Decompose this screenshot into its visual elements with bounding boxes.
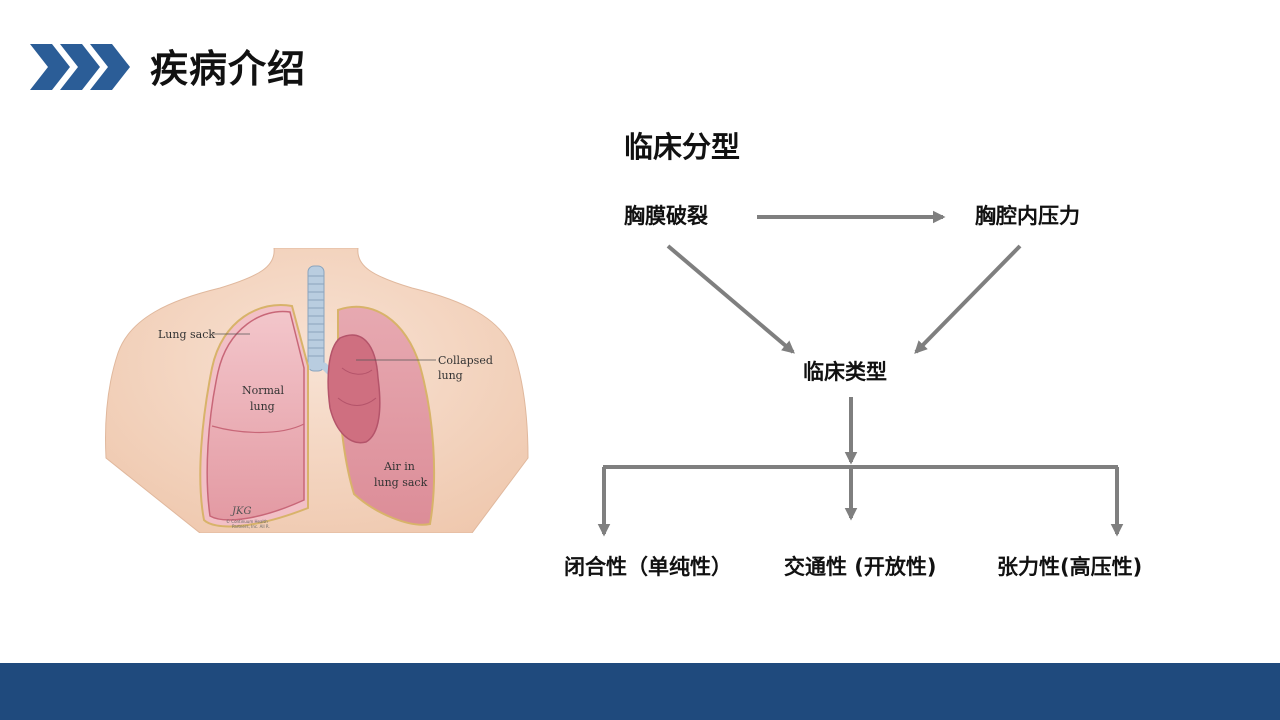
node-clinical-type: 临床类型: [803, 360, 887, 384]
arrow-pressure-to-type: [914, 244, 1022, 354]
label-normal-2: lung: [250, 400, 275, 413]
node-pleura-rupture: 胸膜破裂: [624, 204, 708, 228]
footer-bar: [0, 663, 1280, 720]
section-title: 临床分型: [624, 130, 741, 164]
label-collapsed-1: Collapsed: [438, 354, 493, 367]
lung-illustration: Lung sack Normal lung Collapsed lung Air…: [105, 248, 529, 533]
chevrons-icon: [30, 44, 130, 90]
label-air-1: Air in: [383, 460, 415, 473]
collapsed-lung-shape: [327, 334, 381, 444]
label-air-2: lung sack: [374, 476, 428, 489]
label-normal-1: Normal: [242, 384, 284, 397]
credit-line-1: © Continuum Health: [226, 519, 268, 524]
label-lung-sack: Lung sack: [158, 328, 215, 341]
credit-line-2: Partners, Inc. All R.: [232, 524, 270, 529]
node-tension: 张力性(高压性): [997, 555, 1143, 579]
label-collapsed-2: lung: [438, 369, 463, 382]
normal-lung-shape: [206, 310, 305, 521]
artist-signature: JKG: [230, 506, 251, 517]
page-title: 疾病介绍: [150, 47, 307, 91]
node-pressure: 胸腔内压力: [975, 204, 1080, 228]
node-closed: 闭合性（单纯性）: [564, 555, 732, 579]
arrow-rupture-to-type: [666, 244, 795, 354]
node-open: 交通性 (开放性): [784, 555, 937, 579]
